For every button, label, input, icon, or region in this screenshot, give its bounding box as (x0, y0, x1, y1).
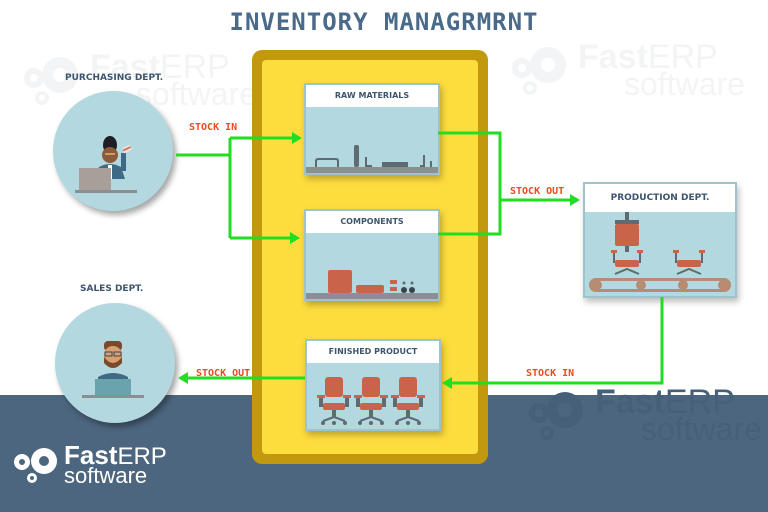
watermark-brand-bold: Fast (595, 383, 665, 421)
gears-icon (14, 448, 57, 483)
watermark-top-right: FastERP software (512, 38, 745, 102)
flow-label-stock-out-production: STOCK OUT (510, 186, 565, 197)
watermark-tagline: software (624, 66, 745, 102)
three-office-chairs-illustration (317, 376, 426, 426)
flow-line-from-inventory (438, 131, 502, 236)
watermark-brand-bold: Fast (90, 48, 160, 86)
purchasing-dept-circle[interactable] (53, 91, 173, 211)
arrowhead-icon (570, 194, 580, 206)
flow-line-production-to-finished (452, 297, 664, 385)
watermark-tagline: software (641, 411, 762, 447)
watermark-brand-light: ERP (647, 38, 718, 76)
flow-label-stock-in-finished: STOCK IN (526, 368, 575, 379)
gears-icon (529, 392, 583, 440)
finished-product-card[interactable]: FINISHED PRODUCT (305, 339, 441, 431)
flow-label-stock-out-sales: STOCK OUT (196, 368, 251, 379)
logo-brand-bold: Fast (64, 440, 118, 470)
production-dept-card[interactable]: PRODUCTION DEPT. (583, 182, 737, 298)
logo-tagline: software (64, 463, 148, 488)
fasterp-logo[interactable]: FastERP software (14, 440, 167, 488)
watermark-brand-light: ERP (664, 383, 735, 421)
gears-icon (512, 47, 566, 95)
logo-brand-light: ERP (117, 443, 167, 470)
sales-dept-label: SALES DEPT. (80, 284, 144, 294)
arrowhead-icon (178, 372, 188, 384)
raw-materials-label: RAW MATERIALS (306, 85, 438, 107)
sales-dept-circle[interactable] (55, 303, 175, 423)
components-label: COMPONENTS (306, 211, 438, 233)
purchasing-dept-label: PURCHASING DEPT. (65, 73, 164, 83)
components-card[interactable]: COMPONENTS (304, 209, 440, 301)
finished-product-label: FINISHED PRODUCT (307, 341, 439, 363)
woman-at-laptop-illustration (75, 136, 137, 193)
watermark-tagline: software (136, 76, 257, 112)
flow-label-stock-in-purchasing: STOCK IN (189, 122, 238, 133)
watermark-brand-bold: Fast (578, 38, 648, 76)
raw-parts-illustration (306, 145, 438, 173)
watermark-brand-light: ERP (159, 48, 230, 86)
production-dept-label: PRODUCTION DEPT. (585, 184, 735, 212)
chair-assembly-conveyor-illustration (589, 212, 731, 292)
arrowhead-icon (442, 377, 452, 389)
watermark-bottom-right: FastERP software (529, 383, 762, 447)
arrowhead-icon (292, 132, 302, 144)
raw-materials-card[interactable]: RAW MATERIALS (304, 83, 440, 175)
office-chair-icon (317, 377, 351, 425)
arrowhead-icon (290, 232, 300, 244)
gears-icon (24, 57, 78, 105)
watermark-top-left: FastERP software (24, 48, 257, 112)
page-title: INVENTORY MANAGRMRNT (229, 8, 539, 36)
chair-components-illustration (306, 270, 438, 299)
bearded-man-at-laptop-illustration (82, 341, 144, 398)
